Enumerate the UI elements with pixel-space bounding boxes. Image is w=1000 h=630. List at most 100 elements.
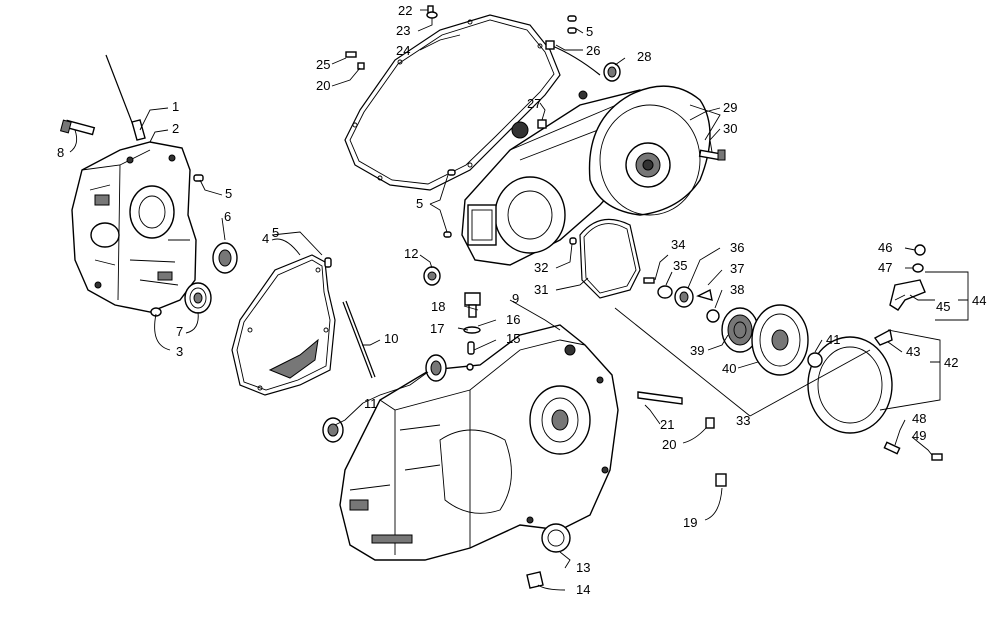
callout-14: 14 (576, 582, 590, 597)
callout-31: 31 (534, 282, 548, 297)
dowel-5-gasket (324, 257, 332, 268)
bolt-20-lower (705, 417, 715, 429)
left-crankcase-half (71, 141, 197, 313)
right-crankcase-9 (339, 324, 619, 561)
callout-22: 22 (398, 3, 412, 18)
handle-44 (889, 279, 926, 311)
stud-10 (342, 300, 376, 379)
callout-42: 42 (944, 355, 958, 370)
callout-26: 26 (586, 43, 600, 58)
callout-44: 44 (972, 293, 986, 308)
nut-46-47 (912, 244, 926, 273)
callout-25: 25 (316, 57, 330, 72)
callout-8: 8 (57, 145, 64, 160)
callout-23: 23 (396, 23, 410, 38)
callout-18: 18 (431, 299, 445, 314)
callout-1: 1 (172, 99, 179, 114)
callout-35: 35 (673, 258, 687, 273)
callout-5-left: 5 (225, 186, 232, 201)
housing-42 (807, 328, 893, 434)
callout-21: 21 (660, 417, 674, 432)
bolt-18-washer-17 (463, 292, 481, 334)
callout-40: 40 (722, 361, 736, 376)
callout-37: 37 (730, 261, 744, 276)
dowel-16-15 (466, 341, 475, 371)
gasket-31 (579, 218, 641, 299)
reel-40 (751, 304, 809, 376)
callout-3: 3 (176, 344, 183, 359)
callout-32: 32 (534, 260, 548, 275)
bolt-8 (59, 119, 96, 136)
callout-6: 6 (224, 209, 231, 224)
callout-49: 49 (912, 428, 926, 443)
spring-38 (706, 309, 720, 323)
plug-19 (715, 473, 727, 487)
dowels-5-top (567, 15, 577, 34)
callout-labels: 1 2 3 4 5 5 5 5 6 7 8 9 10 11 12 13 14 1… (57, 3, 986, 597)
callout-33: 33 (736, 413, 750, 428)
seal-13 (541, 523, 571, 553)
callout-9: 9 (512, 291, 519, 306)
callout-4: 4 (262, 231, 269, 246)
cvt-outer-cover-29 (588, 85, 721, 216)
callout-45: 45 (936, 299, 950, 314)
seal-11-lower (322, 417, 344, 443)
callout-41: 41 (826, 332, 840, 347)
leader-lines (69, 9, 969, 591)
callout-27: 27 (527, 96, 541, 111)
callout-20-lower: 20 (662, 437, 676, 452)
callout-34: 34 (671, 237, 685, 252)
washer-35 (657, 285, 673, 299)
callout-5-mid: 5 (416, 196, 423, 211)
callout-48: 48 (912, 411, 926, 426)
callout-36: 36 (730, 240, 744, 255)
bearing-7 (184, 282, 212, 314)
plug-28 (603, 62, 621, 82)
stud-1 (105, 54, 146, 141)
bolt-34 (643, 277, 655, 284)
callout-5-gasket: 5 (272, 225, 279, 240)
seal-6 (212, 242, 238, 274)
callout-12: 12 (404, 246, 418, 261)
bolt-30 (698, 149, 726, 161)
callout-15: 15 (506, 331, 520, 346)
callout-17: 17 (430, 321, 444, 336)
plug-14 (526, 571, 544, 589)
callout-5-top: 5 (586, 24, 593, 39)
callout-47: 47 (878, 260, 892, 275)
callout-43: 43 (906, 344, 920, 359)
callout-20-top: 20 (316, 78, 330, 93)
seal-12 (423, 266, 441, 286)
dowel-32 (569, 237, 577, 245)
callout-24: 24 (396, 43, 410, 58)
callout-2: 2 (172, 121, 179, 136)
callout-28: 28 (637, 49, 651, 64)
callout-39: 39 (690, 343, 704, 358)
callout-16: 16 (506, 312, 520, 327)
callout-13: 13 (576, 560, 590, 575)
callout-29: 29 (723, 100, 737, 115)
callout-7: 7 (176, 324, 183, 339)
gasket-4 (231, 254, 336, 396)
bolt-25-20 (345, 51, 365, 70)
seal-11-upper (425, 354, 447, 382)
callout-19: 19 (683, 515, 697, 530)
cvt-gasket-24 (344, 14, 561, 191)
dowels-5-mid (443, 169, 456, 238)
hose-26 (545, 40, 601, 76)
fitting-27 (537, 119, 547, 129)
bolt-48-49 (883, 441, 943, 461)
starter-assembly-33 (643, 244, 943, 461)
screw-22-23 (426, 5, 438, 19)
pawl-37 (696, 288, 713, 301)
callout-30: 30 (723, 121, 737, 136)
callout-10: 10 (384, 331, 398, 346)
bracket-21 (637, 391, 683, 405)
dowel-5-left (193, 174, 204, 182)
callout-38: 38 (730, 282, 744, 297)
ratchet-36 (674, 286, 694, 308)
callout-46: 46 (878, 240, 892, 255)
callout-11: 11 (364, 396, 378, 411)
